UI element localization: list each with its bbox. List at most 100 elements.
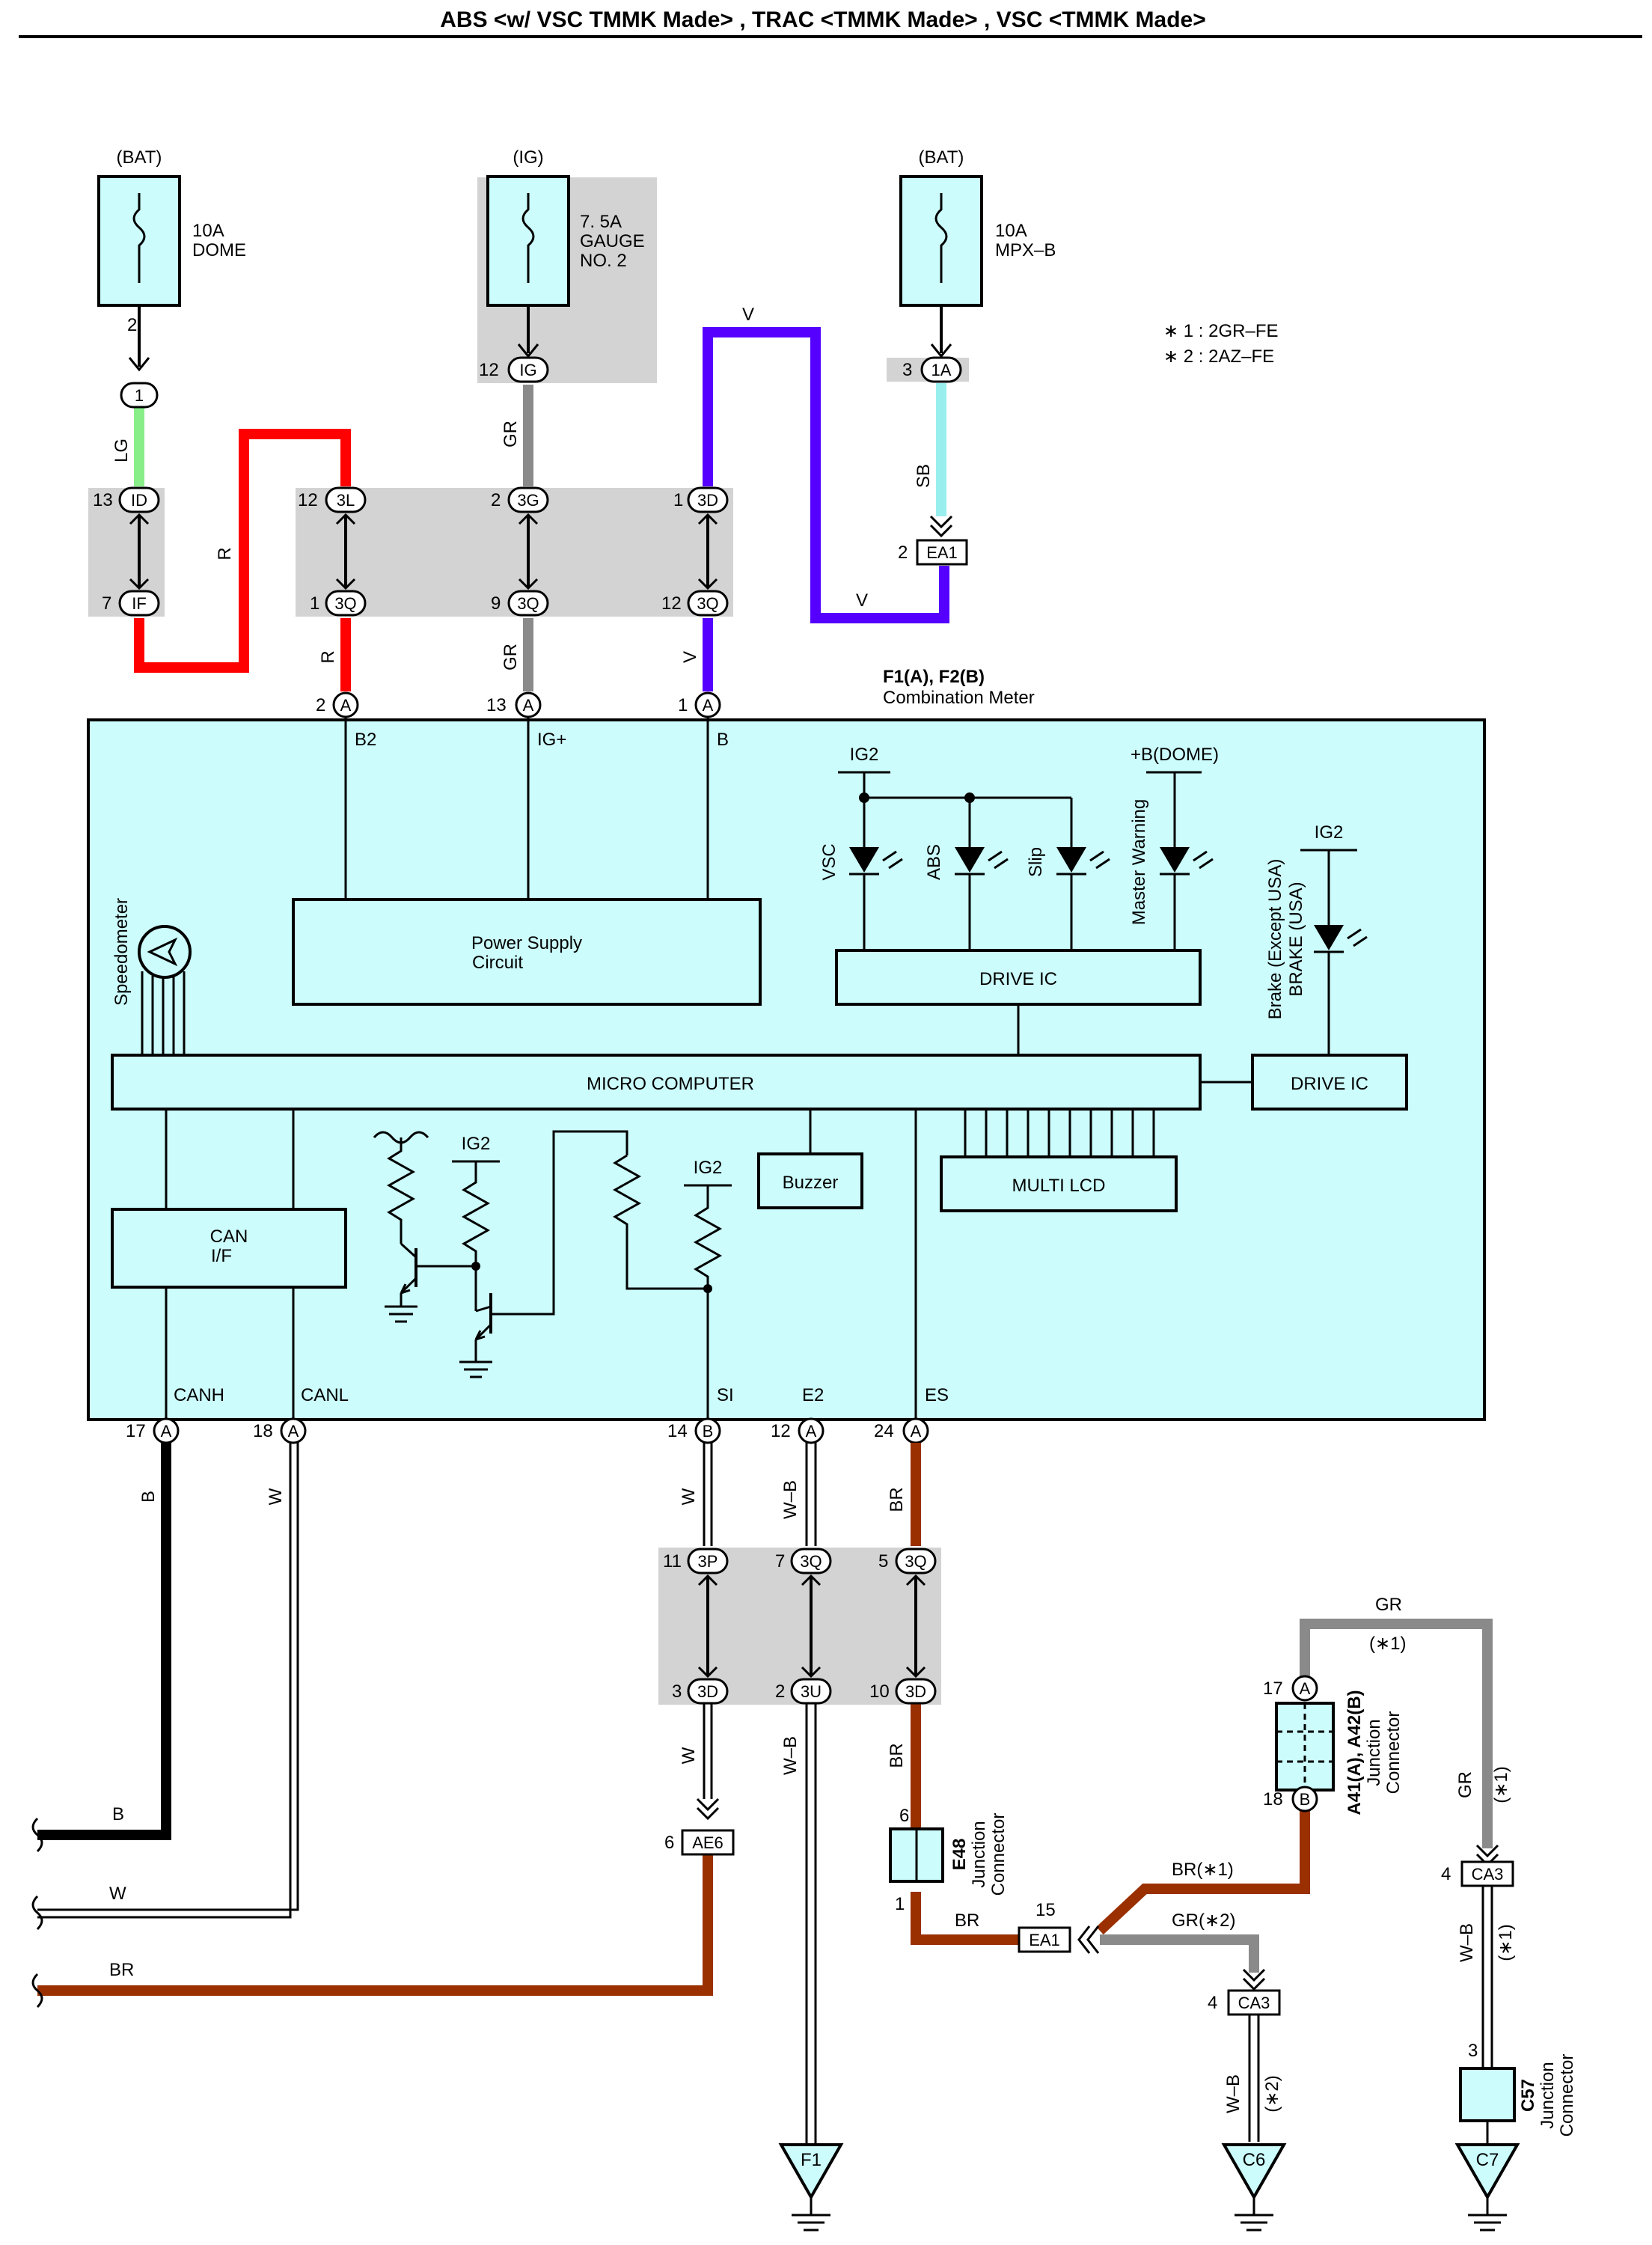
svg-text:GR(∗2): GR(∗2) xyxy=(1172,1910,1235,1931)
svg-text:3Q: 3Q xyxy=(800,1552,822,1571)
fuse-mpx: (BAT) 10A MPX–B xyxy=(899,147,1056,358)
svg-text:BR: BR xyxy=(887,1487,907,1512)
svg-text:ABS: ABS xyxy=(924,844,944,880)
svg-text:B: B xyxy=(1300,1790,1311,1809)
power-supply-circuit xyxy=(292,898,762,1006)
svg-text:3: 3 xyxy=(672,1682,682,1702)
svg-text:C57: C57 xyxy=(1518,2079,1538,2112)
svg-text:Circuit: Circuit xyxy=(472,953,523,973)
svg-text:9: 9 xyxy=(491,593,501,614)
fuse-mpx-source: (BAT) xyxy=(919,147,964,168)
svg-text:DRIVE IC: DRIVE IC xyxy=(979,969,1057,989)
svg-text:BR: BR xyxy=(109,1960,134,1980)
svg-text:IG2: IG2 xyxy=(462,1134,491,1154)
svg-text:F1: F1 xyxy=(801,2150,822,2170)
svg-text:V: V xyxy=(680,651,700,663)
svg-text:CA3: CA3 xyxy=(1472,1865,1504,1884)
fuse-dome-source: (BAT) xyxy=(117,147,162,168)
svg-text:R: R xyxy=(215,547,235,560)
svg-text:12: 12 xyxy=(298,490,318,510)
wires-bottom: B B W W BR W W W–B W–B BR BR BR xyxy=(31,1443,1516,2166)
svg-text:W: W xyxy=(679,1488,699,1505)
ground-c6-icon: C6 xyxy=(1221,2143,1287,2232)
svg-text:IG2: IG2 xyxy=(850,745,879,765)
svg-text:1: 1 xyxy=(678,695,688,715)
fuse-gauge-source: (IG) xyxy=(513,147,543,168)
note-2: ∗ 2 : 2AZ–FE xyxy=(1163,346,1274,367)
speedometer-icon xyxy=(138,925,192,979)
micro-computer xyxy=(111,1054,1202,1111)
svg-text:Speedometer: Speedometer xyxy=(111,898,132,1006)
svg-text:VSC: VSC xyxy=(819,843,839,880)
buzzer xyxy=(757,1152,863,1209)
svg-text:18: 18 xyxy=(253,1421,273,1441)
svg-text:EA1: EA1 xyxy=(926,543,958,562)
svg-text:CAN: CAN xyxy=(210,1227,248,1247)
junction-c57: 3 C57 Junction Connector xyxy=(1459,2041,1577,2136)
svg-text:GR: GR xyxy=(501,644,521,671)
svg-text:GR: GR xyxy=(501,421,521,448)
diagram-title: ABS <w/ VSC TMMK Made> , TRAC <TMMK Made… xyxy=(440,7,1205,32)
svg-text:A: A xyxy=(703,696,714,715)
svg-text:17: 17 xyxy=(126,1421,146,1441)
svg-text:W–B: W–B xyxy=(780,1480,801,1519)
svg-text:1: 1 xyxy=(673,490,683,510)
svg-text:MICRO COMPUTER: MICRO COMPUTER xyxy=(587,1074,754,1094)
ground-c7-icon: C7 xyxy=(1454,2143,1520,2232)
meter-top-pins: A 2 A 13 A 1 xyxy=(316,691,721,718)
svg-text:Connector: Connector xyxy=(988,1813,1009,1896)
junction-a41-a42: A 17 B 18 A41(A), A42(B) Junction Connec… xyxy=(1263,1675,1404,1815)
svg-text:4: 4 xyxy=(1208,1993,1217,2013)
svg-text:3: 3 xyxy=(902,360,912,380)
svg-text:BR: BR xyxy=(887,1743,907,1768)
svg-text:Junction: Junction xyxy=(1364,1719,1384,1786)
fuse-gauge-rating: 7. 5A xyxy=(580,212,622,232)
svg-text:6: 6 xyxy=(664,1833,674,1853)
fuse-dome-rating: 10A xyxy=(192,221,224,241)
svg-text:3D: 3D xyxy=(905,1682,926,1701)
svg-text:2: 2 xyxy=(491,490,501,510)
pin-label-b2: B2 xyxy=(355,730,376,750)
svg-text:12: 12 xyxy=(771,1421,791,1441)
svg-text:3Q: 3Q xyxy=(517,594,539,613)
junction-e48: 6 1 E48 Junction Connector xyxy=(889,1806,1009,1914)
svg-text:Buzzer: Buzzer xyxy=(783,1173,839,1193)
svg-text:5: 5 xyxy=(878,1551,888,1572)
svg-text:Connector: Connector xyxy=(1383,1711,1404,1795)
svg-text:18: 18 xyxy=(1263,1789,1283,1809)
fuse-mpx-name: MPX–B xyxy=(995,240,1056,260)
svg-text:C6: C6 xyxy=(1243,2150,1266,2170)
svg-text:IF: IF xyxy=(132,594,147,613)
fuse-gauge-name1: GAUGE xyxy=(580,231,645,251)
fuse-dome-name: DOME xyxy=(192,240,246,260)
top-connectors: 1 IG 12 1A 3 ID 13 IF 7 3L 12 3Q 1 3G 2 … xyxy=(93,356,968,617)
svg-text:13: 13 xyxy=(93,490,113,510)
multi-lcd xyxy=(940,1155,1178,1212)
svg-text:A41(A), A42(B): A41(A), A42(B) xyxy=(1344,1690,1365,1815)
svg-text:GR: GR xyxy=(1455,1771,1475,1798)
svg-text:7: 7 xyxy=(102,593,111,614)
drive-ic-lamps xyxy=(835,949,1202,1006)
svg-text:B: B xyxy=(138,1491,159,1503)
svg-text:LG: LG xyxy=(111,439,132,462)
svg-text:W: W xyxy=(109,1884,126,1904)
svg-text:EA1: EA1 xyxy=(1029,1931,1060,1949)
svg-text:(∗1): (∗1) xyxy=(1491,1766,1511,1803)
svg-text:SB: SB xyxy=(914,464,934,488)
svg-text:Master Warning: Master Warning xyxy=(1129,799,1149,926)
svg-text:2: 2 xyxy=(898,543,908,563)
svg-text:IG2: IG2 xyxy=(694,1158,723,1178)
svg-text:A: A xyxy=(806,1422,817,1441)
svg-text:14: 14 xyxy=(667,1421,688,1441)
svg-text:B: B xyxy=(112,1804,124,1824)
svg-text:1A: 1A xyxy=(931,361,952,379)
svg-text:BR(∗1): BR(∗1) xyxy=(1172,1860,1234,1880)
svg-text:C7: C7 xyxy=(1476,2150,1499,2170)
svg-text:+B(DOME): +B(DOME) xyxy=(1131,745,1219,765)
svg-text:15: 15 xyxy=(1035,1900,1056,1920)
svg-text:CANL: CANL xyxy=(301,1385,349,1405)
wires-top: LG R R GR GR V V V SB xyxy=(111,305,953,691)
led-abs: ABS xyxy=(924,844,1009,950)
svg-text:W–B: W–B xyxy=(780,1736,801,1775)
svg-text:W: W xyxy=(679,1747,699,1764)
